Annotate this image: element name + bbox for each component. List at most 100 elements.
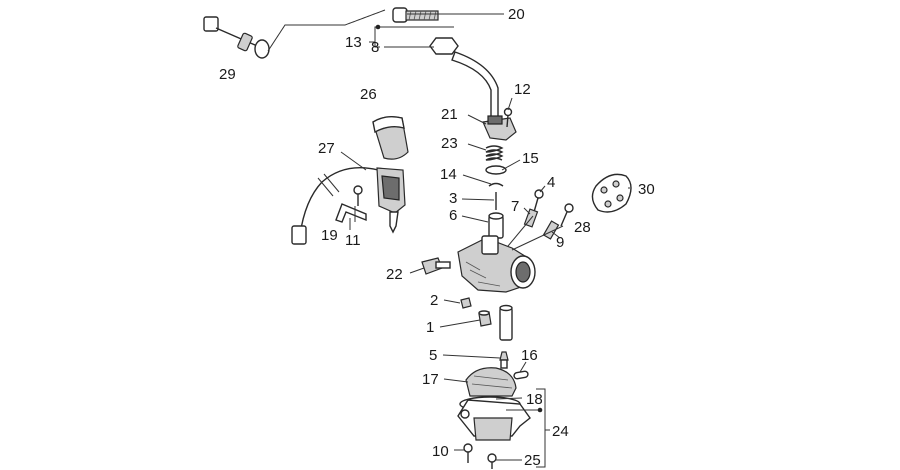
throttle-cable-adjuster — [392, 7, 499, 119]
reference-dots — [375, 24, 543, 413]
part-21-cable-boss — [487, 115, 503, 125]
callout-27: 27 — [318, 140, 335, 157]
part-27-choke-wire — [291, 167, 406, 245]
callout-22: 22 — [386, 266, 403, 283]
part-16-pin — [513, 370, 529, 380]
part-25-screw — [487, 453, 497, 469]
leader-3 — [461, 198, 495, 201]
part-11-plate — [335, 203, 367, 223]
callout-19: 19 — [321, 227, 338, 244]
callout-11: 11 — [345, 232, 361, 249]
callout-12: 12 — [514, 81, 531, 98]
part-27-connector — [291, 225, 307, 245]
part-12-shank — [506, 114, 509, 128]
part-29-washer — [254, 39, 270, 59]
part-11-bracket — [335, 203, 367, 223]
part-29-nut — [203, 16, 219, 32]
carburetor-intake-bore — [515, 261, 531, 283]
callout-2: 2 — [430, 292, 438, 309]
throttle-cable-tube — [451, 51, 499, 119]
idle-screw-assembly — [203, 9, 386, 59]
callout-10: 10 — [432, 443, 449, 460]
part-10-screw — [463, 443, 473, 463]
callout-9: 9 — [556, 234, 564, 251]
callout-15: 15 — [522, 150, 539, 167]
part-20-thread — [405, 10, 439, 21]
part-12-screw — [503, 107, 513, 128]
part-15-washer — [485, 165, 507, 175]
part-29-spring — [237, 32, 253, 52]
part-20-thread-lines — [408, 10, 437, 21]
callout-5: 5 — [429, 347, 437, 364]
leader-27 — [340, 151, 367, 171]
part-17-ribs — [471, 375, 513, 389]
part-24-float-bowl — [457, 399, 531, 441]
part-4-screw — [533, 189, 544, 213]
needle-jet — [499, 304, 513, 341]
leader-7-to-body — [507, 215, 534, 247]
callout-25: 25 — [524, 452, 541, 469]
part-5-tip — [499, 351, 509, 361]
leader-12 — [507, 97, 513, 111]
dot-24 — [537, 407, 543, 413]
callout-13: 13 — [345, 34, 362, 51]
part-30-ring — [591, 173, 632, 213]
callout-20: 20 — [508, 6, 525, 23]
part-22-nipple — [435, 261, 451, 269]
leader-22 — [409, 267, 425, 274]
part-23-coil — [485, 145, 504, 161]
part-24-bowl-body — [473, 417, 513, 441]
part-26-cap-top — [372, 115, 405, 134]
needle-jet-tube — [499, 307, 513, 341]
leader-21 — [467, 114, 487, 125]
part-6-top — [488, 212, 504, 220]
cable-path — [267, 9, 386, 52]
part-27-choke-coil — [381, 175, 400, 201]
part-20-cap — [392, 7, 408, 23]
callout-28: 28 — [574, 219, 591, 236]
part-19-screw — [353, 185, 363, 206]
part-2-jet — [460, 297, 472, 309]
part-4-head — [534, 189, 544, 199]
carburetor-body — [457, 235, 536, 293]
callout-26: 26 — [360, 86, 377, 103]
callout-17: 17 — [422, 371, 439, 388]
part-22-fitting — [421, 257, 451, 275]
callout-29: 29 — [219, 66, 236, 83]
part-1-main-jet — [478, 310, 492, 327]
leader-28-to-body — [511, 225, 564, 251]
part-8-nut — [429, 37, 459, 55]
callout-16: 16 — [521, 347, 538, 364]
part-6-throttle-slide — [488, 212, 504, 239]
part-28-screw — [560, 203, 574, 227]
part-28-shank — [560, 211, 568, 227]
needle-jet-top — [499, 304, 513, 312]
dot-13 — [375, 24, 381, 30]
leader-7 — [523, 207, 531, 215]
part-17-float — [465, 367, 517, 397]
part-30-gasket — [591, 173, 632, 213]
part-27-plunger — [389, 211, 399, 234]
part-30-hole-4 — [604, 200, 612, 208]
leader-1 — [439, 319, 481, 328]
carburetor-slide-bore — [481, 235, 499, 255]
part-23-spring — [485, 145, 504, 161]
callout-1: 1 — [426, 319, 434, 336]
callout-18: 18 — [526, 391, 543, 408]
part-28-head — [564, 203, 574, 213]
leader-17 — [443, 378, 469, 383]
carburetor-casting-lines — [465, 261, 501, 287]
part-25-head — [487, 453, 497, 463]
wire-break-2 — [323, 173, 340, 193]
callout-21: 21 — [441, 106, 458, 123]
part-24-ear-left — [460, 409, 470, 419]
part-30-hole-3 — [616, 194, 624, 202]
bracket-24 — [536, 388, 546, 468]
leader-5 — [442, 354, 501, 359]
part-4-shank — [533, 197, 539, 213]
part-29-rod — [215, 27, 263, 49]
part-9-spring — [542, 220, 560, 240]
wire-break-1 — [317, 177, 334, 197]
